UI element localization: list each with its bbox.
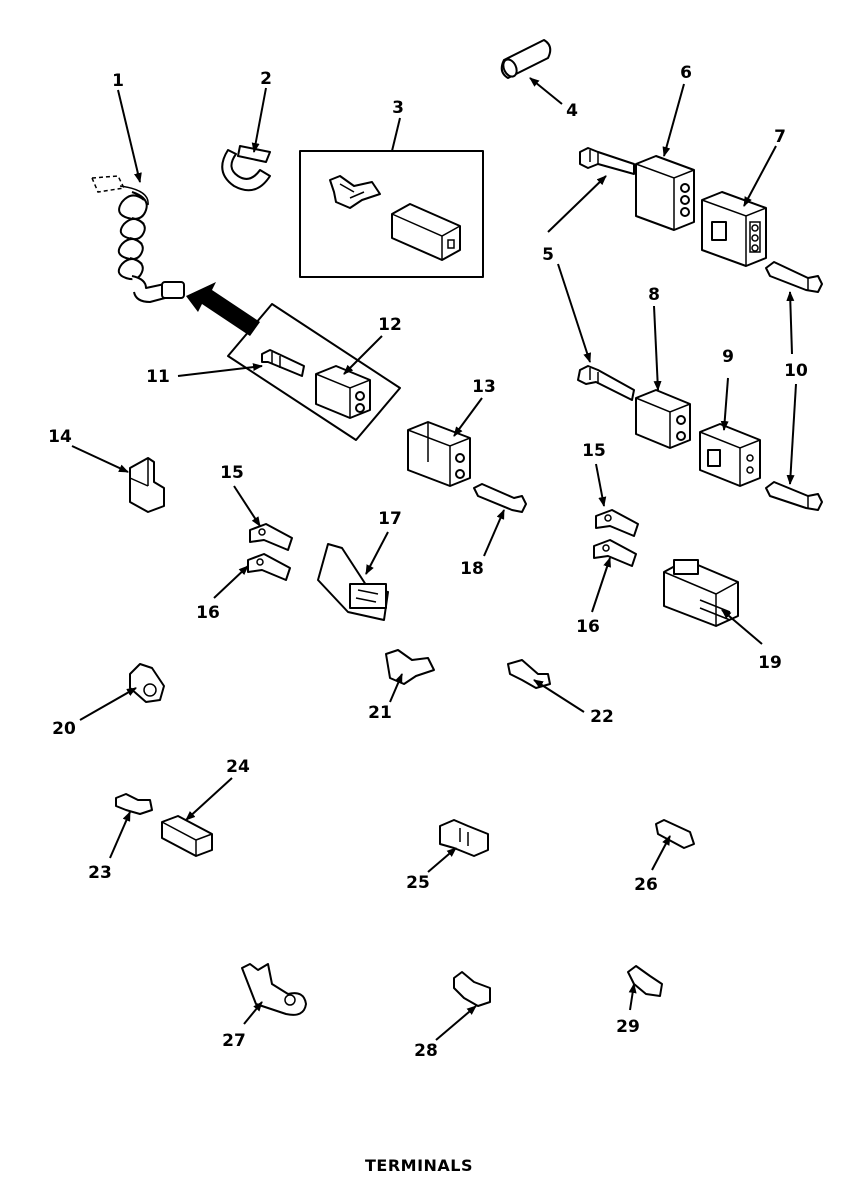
part-27-ring-terminal	[241, 963, 307, 1016]
part-24-insulator	[161, 815, 213, 857]
callout-25: 25	[406, 873, 430, 893]
callout-26: 26	[634, 875, 658, 895]
part-1-wire-harness	[90, 175, 185, 303]
part-10-socket-terminal	[765, 261, 823, 511]
callout-16: 16	[196, 603, 220, 623]
diagram-caption: TERMINALS	[365, 1156, 473, 1175]
part-16-receptacle-right	[593, 539, 637, 567]
callout-16b: 16	[576, 617, 600, 637]
part-6-three-way-housing	[635, 155, 695, 231]
callout-24: 24	[226, 757, 250, 777]
part-8-two-way-housing	[635, 389, 691, 449]
part-22-terminal	[507, 659, 551, 689]
callout-15b: 15	[582, 441, 606, 461]
part-4-splice-tube	[500, 39, 552, 79]
part-3-terminal-kit	[299, 150, 484, 278]
callout-29: 29	[616, 1017, 640, 1037]
part-28-terminal	[453, 971, 491, 1007]
callout-18: 18	[460, 559, 484, 579]
part-11-12-connector-kit	[186, 282, 401, 441]
callout-4: 4	[566, 101, 578, 121]
part-16-receptacle-left	[247, 553, 291, 581]
part-2-wire-clamp	[221, 145, 271, 192]
part-20-terminal	[129, 663, 165, 703]
callout-2: 2	[260, 69, 272, 89]
part-7-three-way-housing	[701, 191, 767, 267]
part-5-pin-terminal	[577, 147, 635, 401]
callout-3: 3	[392, 98, 404, 118]
callout-10: 10	[784, 361, 808, 381]
part-13-two-way-housing	[407, 421, 471, 487]
callout-12: 12	[378, 315, 402, 335]
callout-6: 6	[680, 63, 692, 83]
callout-7: 7	[774, 127, 786, 147]
callout-numbers: 1 2 3 4 5 6 7 8 9 10 11 12 13 14 15 16 1…	[48, 63, 808, 1061]
callout-15: 15	[220, 463, 244, 483]
part-21-terminal	[385, 649, 435, 685]
callout-8: 8	[648, 285, 660, 305]
callout-20: 20	[52, 719, 76, 739]
part-18-pin	[473, 483, 527, 513]
callout-11: 11	[146, 367, 170, 387]
part-23-terminal	[115, 793, 153, 815]
callout-5: 5	[542, 245, 554, 265]
callout-27: 27	[222, 1031, 246, 1051]
callout-9: 9	[722, 347, 734, 367]
part-14-terminal-clip	[129, 457, 165, 513]
callout-17: 17	[378, 509, 402, 529]
part-15-receptacle-right	[595, 509, 639, 537]
part-25-terminal	[439, 819, 489, 857]
callout-19: 19	[758, 653, 782, 673]
leader-lines	[71, 77, 797, 1041]
callout-14: 14	[48, 427, 72, 447]
callout-23: 23	[88, 863, 112, 883]
callout-21: 21	[368, 703, 392, 723]
callout-28: 28	[414, 1041, 438, 1061]
part-19-four-way-housing	[663, 559, 739, 627]
callout-22: 22	[590, 707, 614, 727]
part-9-two-way-housing	[699, 423, 761, 487]
part-15-receptacle-left	[249, 523, 293, 551]
part-17-housing	[317, 543, 389, 621]
callout-13: 13	[472, 377, 496, 397]
part-26-terminal	[655, 819, 695, 849]
callout-1: 1	[112, 71, 124, 91]
